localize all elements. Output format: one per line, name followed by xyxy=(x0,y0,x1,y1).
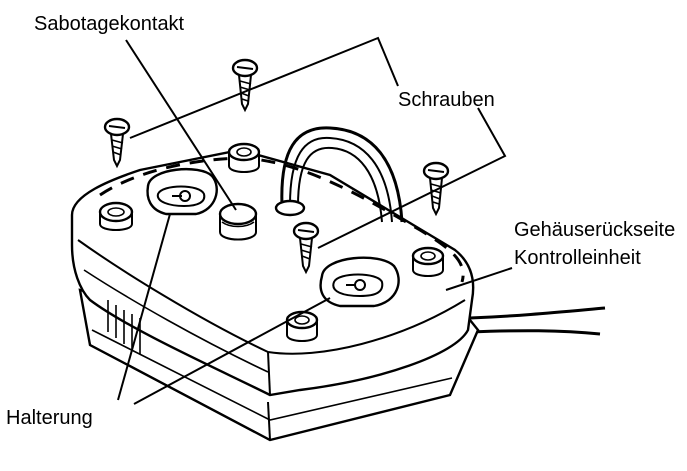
label-sabotage-contact: Sabotagekontakt xyxy=(34,13,185,35)
leader-lines xyxy=(117,36,513,405)
wire-loop xyxy=(274,126,404,223)
screw-right xyxy=(422,161,450,217)
label-bracket: Halterung xyxy=(6,407,93,429)
label-housing-back-line2: Kontrolleinheit xyxy=(514,247,641,269)
peg-top xyxy=(227,142,261,173)
screw-left xyxy=(103,117,131,169)
tamper-switch xyxy=(218,202,258,241)
peg-right xyxy=(411,246,445,277)
label-screws: Schrauben xyxy=(398,89,495,111)
keyhole-mount-left xyxy=(146,167,218,216)
cable xyxy=(469,306,606,336)
screw-top xyxy=(231,58,259,113)
housing-body xyxy=(70,148,480,442)
keyhole-mount-right xyxy=(319,256,400,308)
peg-bottom xyxy=(285,310,319,342)
peg-left xyxy=(98,201,134,231)
label-housing-back-line1: Gehäuserückseite xyxy=(514,219,675,241)
screw-center xyxy=(292,221,320,275)
